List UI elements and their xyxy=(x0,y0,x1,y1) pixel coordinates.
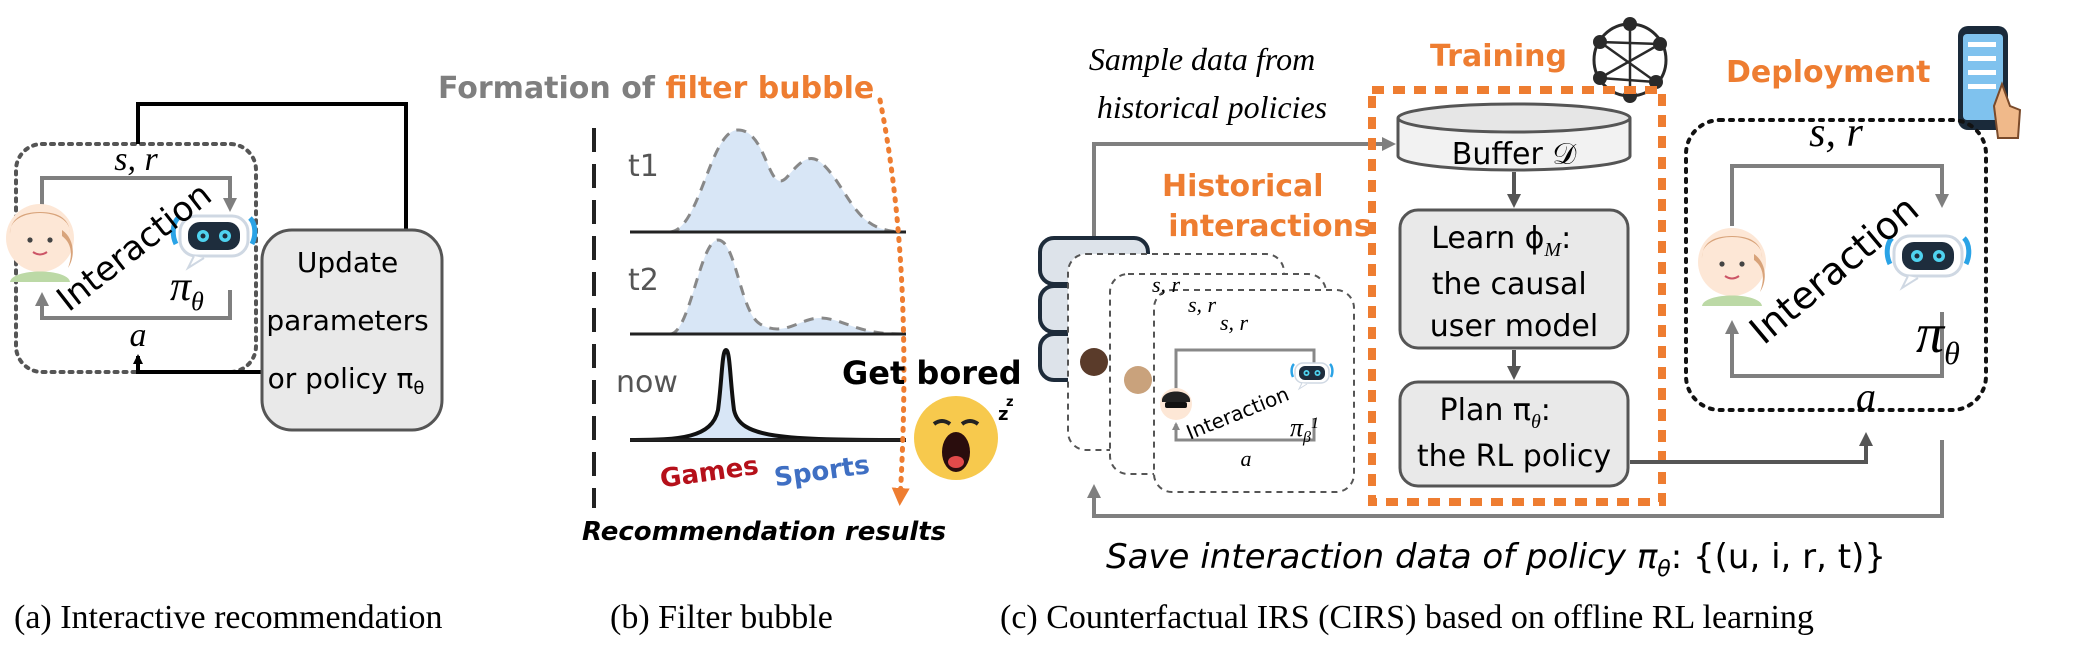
time-label-now: now xyxy=(616,365,678,400)
category-games: Games xyxy=(658,451,760,494)
loop-top-label: s, r xyxy=(114,141,158,178)
card-1-bottom-label: a xyxy=(1241,446,1252,471)
card-1-action-arrow xyxy=(1172,418,1316,442)
svg-text:z: z xyxy=(998,404,1008,425)
panel-c: Sample data from historical policies His… xyxy=(1000,17,2022,636)
sample-arrow xyxy=(1092,137,1396,236)
history-card-stack: s, r s, r s, r a Interaction πβ1 xyxy=(1067,253,1355,493)
panel-b-title: Formation of filter bubble xyxy=(438,71,874,106)
deployment-label: Deployment xyxy=(1726,55,1930,90)
time-label-t1: t1 xyxy=(628,149,659,184)
panel-a: s, r a Interaction πθ Update parameters … xyxy=(5,102,444,636)
deploy-bottom-label: a xyxy=(1856,374,1876,419)
panel-b: Formation of filter bubble t1 t2 now Gam… xyxy=(438,71,1022,636)
policy-label: πθ xyxy=(170,264,204,316)
distribution-t2 xyxy=(669,238,901,336)
loop-bottom-label: a xyxy=(130,317,147,354)
deploy-policy-label: πθ xyxy=(1916,303,1960,371)
buffer-label: Buffer 𝒟 xyxy=(1452,137,1577,172)
plan-box-text: Plan πθ: the RL policy xyxy=(1417,393,1611,474)
update-box-text: Update parameters or policy πθ xyxy=(266,246,437,399)
card-user-icon xyxy=(1160,388,1192,420)
recommendation-axis-label: Recommendation results xyxy=(582,517,946,547)
category-sports: Sports xyxy=(772,450,871,493)
save-interaction-text: Save interaction data of policy πθ: {(u,… xyxy=(1106,537,1886,582)
card-2-user-icon xyxy=(1124,366,1152,394)
deploy-top-label: s, r xyxy=(1809,110,1863,156)
deploy-policy-arrow xyxy=(1630,432,1873,464)
bubble-trend-arrow xyxy=(877,97,910,506)
deploy-state-arrow xyxy=(1730,164,1949,226)
bored-face-icon: z z xyxy=(914,395,1014,480)
plan-policy-box xyxy=(1398,380,1630,488)
caption-a: (a) Interactive recommendation xyxy=(14,599,443,636)
card-1-top-label: s, r xyxy=(1220,310,1249,335)
training-box xyxy=(1368,86,1666,506)
buffer-cylinder xyxy=(1396,102,1632,172)
card-3-user-icon xyxy=(1080,348,1108,376)
get-bored-label: Get bored xyxy=(842,354,1022,392)
card-3-top-label: s, r xyxy=(1152,272,1181,297)
distribution-t1 xyxy=(669,128,901,234)
action-arrow xyxy=(35,290,232,320)
distribution-now xyxy=(629,347,907,442)
phone-touch-icon xyxy=(1958,26,2022,139)
network-icon xyxy=(1592,17,1668,103)
training-label: Training xyxy=(1430,39,1567,74)
svg-text:z: z xyxy=(1006,395,1014,410)
deploy-action-arrow xyxy=(1725,312,1944,378)
update-parameters-box xyxy=(260,228,444,432)
card-2-top-label: s, r xyxy=(1188,292,1217,317)
time-label-t2: t2 xyxy=(628,263,659,298)
learn-user-model-box xyxy=(1398,208,1630,350)
learn-box-text: Learn ϕM: the causal user model xyxy=(1430,221,1598,344)
card-1-state-arrow xyxy=(1174,348,1318,390)
historical-interactions-label: Historical interactions xyxy=(1162,169,1372,244)
caption-c: (c) Counterfactual IRS (CIRS) based on o… xyxy=(1000,599,1814,636)
sample-data-text: Sample data from historical policies xyxy=(1089,41,1327,125)
card-policy-label: πβ1 xyxy=(1290,413,1319,446)
deploy-user-avatar xyxy=(1697,227,1767,307)
save-data-arrow xyxy=(1087,440,1944,518)
caption-b: (b) Filter bubble xyxy=(610,599,833,636)
deploy-robot-icon xyxy=(1887,236,1969,288)
